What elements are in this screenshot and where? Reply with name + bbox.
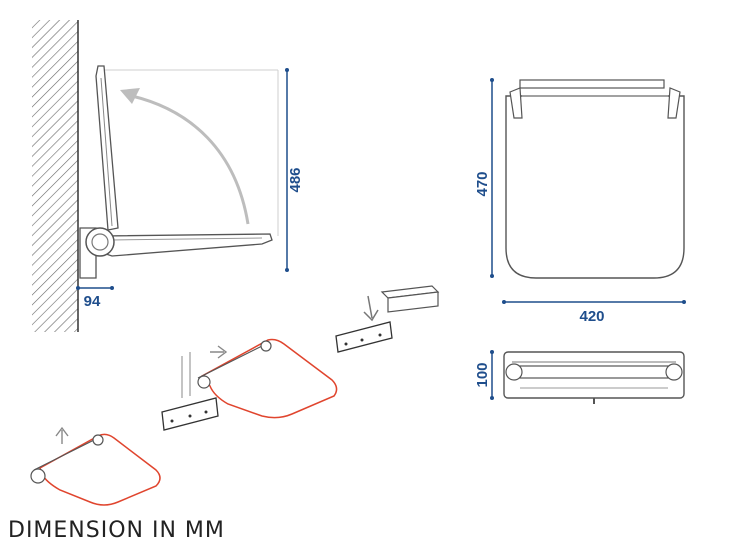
up-arrow-icon [55,426,69,444]
fold-arrow [131,94,250,225]
mounting-plate-2 [161,397,219,431]
install-step-bracket [335,285,440,353]
wall-hatch [32,20,78,332]
front-view: 470 420 [474,78,686,325]
open-seat [99,233,273,257]
rail-bar [519,365,669,379]
right-arrow-icon [210,345,228,359]
dim-top-depth: 100 [474,362,491,387]
install-step-attach [161,338,338,431]
side-view: 486 94 [32,20,304,332]
mounting-plate-1 [335,321,393,353]
top-view: 100 [474,350,685,404]
dimension-caption: DIMENSION IN MM [8,518,225,543]
folded-plate [95,65,119,231]
install-step-fold [30,426,161,506]
top-rail [519,79,665,89]
dim-side-height: 486 [287,167,304,192]
dim-front-width: 420 [579,308,604,325]
seat-red-2 [200,338,338,419]
seat-panel [505,95,685,279]
right-clip [667,87,681,119]
down-arrow-icon [363,295,379,322]
dim-side-depth: 94 [84,293,101,310]
dim-front-height: 470 [474,171,491,196]
left-clip [509,87,523,119]
